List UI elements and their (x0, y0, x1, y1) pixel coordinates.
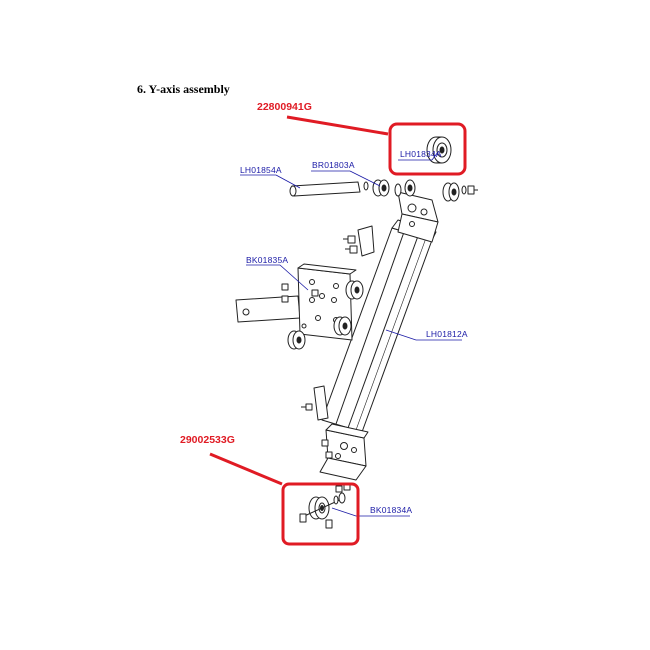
part-label-lh01854a: LH01854A (240, 165, 282, 175)
top-shaft-row (289, 179, 478, 202)
callout-bottom-line (209, 452, 283, 486)
section-title: 6. Y-axis assembly (137, 82, 230, 96)
callout-label-bottom: 29002533G (180, 434, 235, 446)
top-pulley (426, 136, 452, 164)
rail-top-bracket (343, 225, 375, 257)
bottom-idler (299, 483, 351, 529)
leader-br01803a-tip (349, 170, 381, 187)
rail-lower-bracket (301, 385, 329, 421)
leader-lh01834a-tip (431, 151, 439, 161)
part-label-bk01834a: BK01834A (370, 505, 413, 515)
leader-lh01812a-tip (385, 329, 417, 341)
callout-top-line (286, 115, 389, 136)
leader-lh01854a-tip (275, 174, 301, 189)
part-label-br01803a: BR01803A (312, 160, 355, 170)
part-label-lh01834a: LH01834A (400, 149, 442, 159)
part-label-bk01835a: BK01835A (246, 255, 289, 265)
top-end-block (397, 191, 439, 243)
callout-top-box (388, 122, 467, 176)
callout-bottom-box (281, 482, 360, 546)
part-label-lh01812a: LH01812A (426, 329, 468, 339)
leader-bk01835a-tip (279, 264, 309, 291)
bottom-end-block (319, 423, 369, 481)
leader-lines (240, 151, 462, 517)
leader-bk01834a-tip (331, 507, 357, 517)
carriage-rollers (287, 280, 364, 350)
callout-label-top: 22800941G (257, 101, 312, 113)
red-callouts (209, 115, 467, 546)
